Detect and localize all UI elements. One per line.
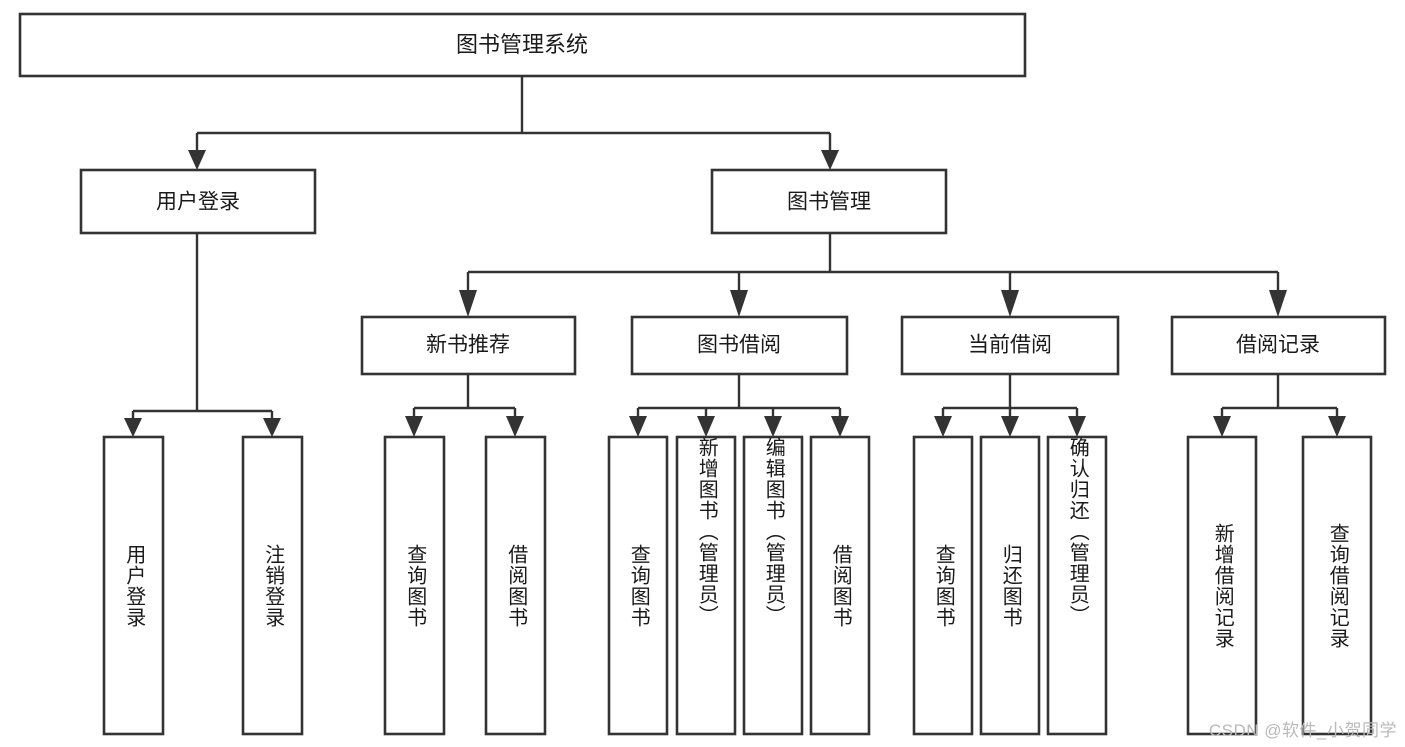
node-book-borrow-label: 图书借阅 [697, 334, 781, 357]
leaf-rect-new-1[interactable] [383, 435, 446, 736]
leaf-rect-record-2[interactable] [1301, 435, 1373, 736]
arrow-current-leaf-2 [1001, 416, 1019, 437]
node-current-borrow[interactable]: 当前借阅 [900, 315, 1120, 376]
node-borrow-record[interactable]: 借阅记录 [1170, 315, 1387, 376]
arrow-root-to-user [188, 150, 206, 170]
node-book-management-label: 图书管理 [787, 191, 871, 214]
arrow-current-leaf-3 [1068, 416, 1086, 437]
arrow-new-leaf-1 [405, 416, 423, 437]
arrow-borrow-leaf-3 [764, 416, 782, 437]
arrow-new-leaf-2 [506, 416, 524, 437]
connectors-group [124, 76, 1346, 437]
leaf-rect-current-2[interactable] [979, 435, 1041, 736]
node-root-label: 图书管理系统 [456, 32, 588, 57]
node-book-borrow-rect [630, 315, 849, 376]
arrow-user-leaf-1 [124, 418, 142, 437]
node-borrow-record-rect [1170, 315, 1387, 376]
arrow-root-to-book [821, 150, 839, 170]
leaf-rect-user-login-1[interactable] [102, 435, 165, 736]
leaf-rect-new-2[interactable] [484, 435, 547, 736]
arrow-borrow-leaf-1 [629, 416, 647, 437]
leaf-rect-current-1[interactable] [912, 435, 974, 736]
arrow-borrow-leaf-4 [831, 416, 849, 437]
leaf-rect-borrow-3[interactable] [742, 435, 804, 736]
node-current-borrow-rect [900, 315, 1120, 376]
node-user-login-label: 用户登录 [156, 191, 240, 214]
leaf-rect-borrow-4[interactable] [809, 435, 871, 736]
leaf-rect-current-3[interactable] [1046, 435, 1108, 736]
leaf-rect-record-1[interactable] [1186, 435, 1258, 736]
arrow-book-to-new [459, 290, 477, 317]
node-new-book-recommend[interactable]: 新书推荐 [360, 315, 577, 376]
leaf-rects-group [102, 435, 1373, 736]
node-root[interactable]: 图书管理系统 [18, 12, 1027, 78]
node-book-management[interactable]: 图书管理 [710, 168, 948, 235]
watermark-text: CSDN @软件_小贺同学 [1208, 721, 1397, 740]
arrow-book-to-record [1269, 290, 1287, 317]
leaf-rect-borrow-1[interactable] [607, 435, 669, 736]
arrow-current-leaf-1 [934, 416, 952, 437]
node-root-rect [18, 12, 1027, 78]
arrow-book-to-borrow [730, 290, 748, 317]
leaf-rect-borrow-2[interactable] [675, 435, 737, 736]
arrow-book-to-current [1001, 290, 1019, 317]
arrow-borrow-leaf-2 [697, 416, 715, 437]
node-book-management-rect [710, 168, 948, 235]
node-borrow-record-label: 借阅记录 [1236, 334, 1320, 357]
arrow-record-leaf-1 [1213, 416, 1231, 437]
arrow-user-leaf-2 [263, 418, 281, 437]
node-user-login-rect [79, 168, 317, 235]
node-user-login[interactable]: 用户登录 [79, 168, 317, 235]
node-new-book-recommend-rect [360, 315, 577, 376]
node-book-borrow[interactable]: 图书借阅 [630, 315, 849, 376]
leaf-rect-user-login-2[interactable] [241, 435, 304, 736]
node-current-borrow-label: 当前借阅 [968, 334, 1052, 357]
arrow-record-leaf-2 [1328, 416, 1346, 437]
node-new-book-recommend-label: 新书推荐 [426, 334, 510, 357]
